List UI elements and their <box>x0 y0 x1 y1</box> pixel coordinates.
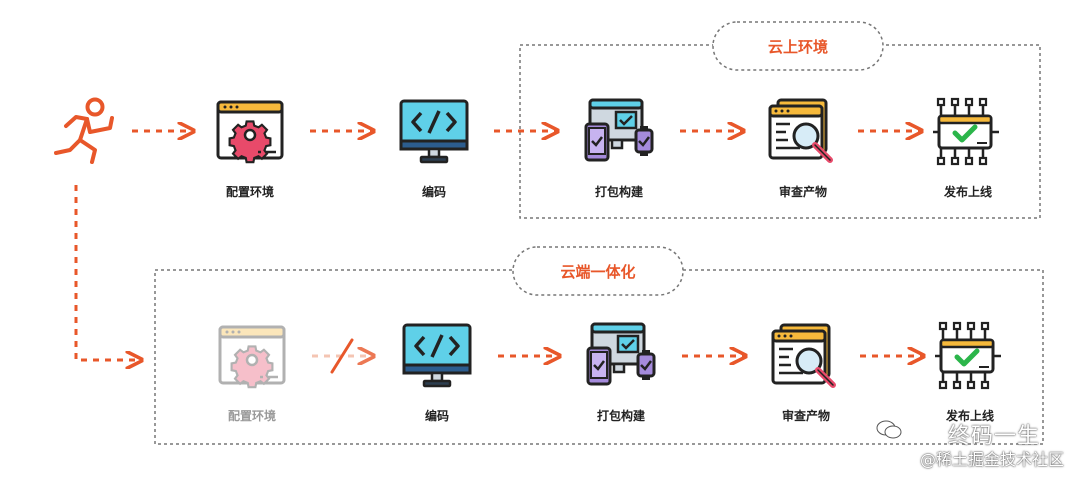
magnifier-document-icon <box>770 100 830 160</box>
step-label-release: 发布上线 <box>943 184 992 199</box>
code-monitor-icon <box>399 99 469 164</box>
step-label-release: 发布上线 <box>945 408 994 423</box>
wechat-icon <box>876 420 902 439</box>
cloud-env-title: 云上环境 <box>768 38 828 56</box>
magnifier-document-icon <box>773 325 833 385</box>
watermark-source: @稀土掘金技术社区 <box>919 450 1064 469</box>
step-label-build: 打包构建 <box>597 408 646 423</box>
step-label-code: 编码 <box>421 184 446 199</box>
circuit-check-icon <box>935 323 1001 388</box>
code-monitor-icon <box>402 323 472 388</box>
running-person-icon <box>54 97 114 164</box>
cloud-integrated-title: 云端一体化 <box>560 263 635 281</box>
watermark-author: 终码一生 <box>947 424 1040 449</box>
step-label-code: 编码 <box>424 408 449 423</box>
step-label-review: 审查产物 <box>779 184 827 199</box>
multi-device-icon <box>586 322 656 386</box>
connector-down-arrow <box>74 185 140 360</box>
circuit-check-icon <box>933 99 999 164</box>
cloud-env-pill <box>712 21 884 71</box>
step-label-config: 配置环境 <box>226 184 274 199</box>
step-label-config-disabled: 配置环境 <box>228 408 276 423</box>
arrow-config-to-code-skipped <box>312 338 372 374</box>
step-label-build: 打包构建 <box>595 184 644 199</box>
multi-device-icon <box>584 98 654 162</box>
step-label-review: 审查产物 <box>782 408 830 423</box>
gear-window-icon-disabled <box>218 325 286 389</box>
gear-window-icon <box>216 100 284 164</box>
cloud-integrated-pill <box>512 246 684 296</box>
